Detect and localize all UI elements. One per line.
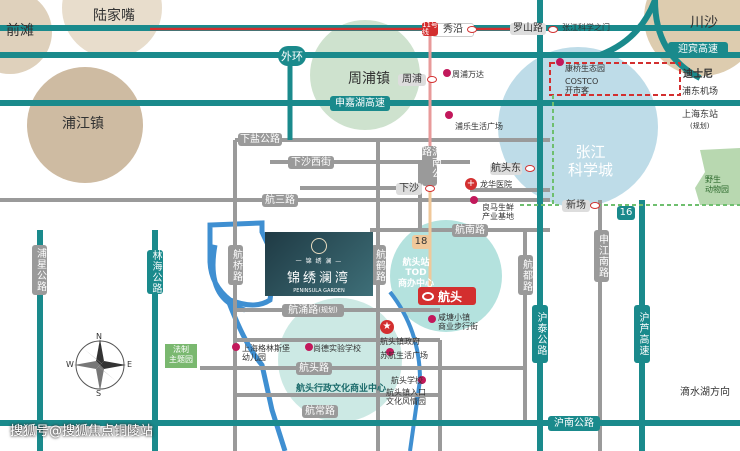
poi-marker	[443, 69, 451, 77]
project-top: 一 锦 绣 澜 —	[295, 258, 343, 265]
poi-hangtou-tod: 航头站 TOD 商办中心	[398, 258, 435, 289]
project-en: PENINSULA GARDEN	[293, 288, 345, 294]
metro-line18-badge: 18	[412, 235, 430, 249]
metro-loop	[549, 62, 681, 96]
compass-s: S	[96, 389, 102, 398]
hangtou-station-label: 航头	[438, 289, 463, 304]
poi-marker	[232, 343, 240, 351]
town-chuansha: 川沙	[690, 15, 718, 31]
metro-icon	[422, 291, 434, 301]
shanghai-east-station: 上海东站	[682, 110, 719, 120]
shenjiang-road: 申江南路	[594, 230, 609, 282]
town-zhangjiang: 张江 科学城	[568, 143, 614, 179]
project-panel: 一 锦 绣 澜 — 锦绣澜湾 PENINSULA GARDEN	[265, 232, 373, 296]
poi-marker	[556, 58, 564, 66]
hangpu-road: 航涌路(规划)	[282, 304, 344, 317]
yingbin-highway: 迎宾高速	[668, 42, 728, 57]
metro-icon	[525, 165, 535, 172]
metro-zhoupu: 周浦	[398, 74, 426, 86]
poi-longhua: 龙华医院	[480, 180, 512, 189]
circle-admin-center	[278, 298, 402, 422]
poi-marker	[305, 343, 313, 351]
metro-line16-badge: 16	[617, 206, 635, 220]
hangqiao-road: 航桥路	[228, 245, 243, 285]
metro-costco: COSTCO 开市客	[565, 77, 599, 96]
hangchang-road: 航常路	[302, 405, 338, 418]
linhai-road: 林海公路	[147, 250, 163, 294]
hulu-highway: 沪芦高速	[634, 305, 650, 363]
metro-icon	[427, 76, 437, 83]
compass-n: N	[96, 332, 102, 341]
compass-e: E	[127, 360, 133, 369]
pujing-road: 浦星公路	[32, 245, 47, 295]
shenjiahu-highway: 申嘉湖高速	[330, 96, 390, 111]
metro-icon	[590, 202, 600, 209]
poi-shengtai-base: 良马生鲜 产业基地	[482, 203, 514, 222]
project-name: 锦绣澜湾	[286, 271, 351, 286]
xiayan-road: 下盐公路	[238, 133, 282, 146]
hangdu-road: 航都路	[518, 255, 533, 295]
town-lujiazui: 陆家嘴	[93, 8, 135, 24]
hospital-icon: +	[465, 178, 477, 190]
compass-rose	[74, 339, 126, 391]
poi-marker	[470, 196, 478, 204]
minor-roads	[0, 138, 602, 451]
shanghai-east-note: (规划)	[690, 122, 710, 130]
hangtou-road: 航头路	[296, 362, 332, 375]
metro-luoshan: 罗山路	[510, 23, 546, 35]
metro-line11-badge: 11号线	[422, 21, 438, 36]
hanghe-road: 航鹤路	[371, 245, 386, 285]
hangtou-station-badge: 航头	[418, 287, 476, 305]
hunan-road-horizontal: 沪南公路	[548, 416, 600, 431]
hunan-road-vertical: 沪南公路	[420, 146, 441, 186]
poi-marker	[428, 315, 436, 323]
metro-pule: 浦乐生活广场	[455, 122, 503, 131]
circle-pujiang	[27, 67, 143, 183]
town-qiantan: 前滩	[6, 23, 34, 39]
metro-kangqiao: 康桥生态园	[565, 64, 605, 73]
wildlife-park: 野生 动物园	[705, 175, 729, 194]
poi-kinder: 上海格林斯堡 幼儿园	[242, 344, 290, 363]
pudong-airport: 浦东机场	[682, 87, 719, 97]
poi-admin-center: 航头行政文化商业中心	[296, 384, 387, 394]
poi-school-sd: 尚德实验学校	[313, 344, 361, 353]
dishui-lake: 滴水湖方向	[680, 387, 730, 398]
hutai-road: 沪泰公路	[532, 305, 548, 363]
poi-marker	[386, 348, 394, 356]
poi-marker	[445, 111, 453, 119]
metro-xinchang: 新场	[562, 200, 590, 212]
project-logo-icon	[311, 238, 327, 254]
metro-hangtoudong: 航头东	[490, 163, 522, 175]
metro-xiasha: 下沙	[396, 183, 422, 195]
watermark: 搜狐号@搜狐焦点铜陵站	[10, 424, 154, 439]
metro-zhoupu-wanda: 周浦万达	[452, 70, 484, 79]
metro-icon	[548, 26, 558, 33]
river	[207, 220, 278, 313]
waihuan-badge: 外环	[278, 46, 306, 66]
poi-gov: 航头镇政府	[380, 337, 420, 346]
metro-icon	[467, 26, 477, 33]
poi-sujian: 苏航生活广场	[380, 351, 428, 360]
river-main	[225, 299, 288, 451]
poi-culture: 航头镇入口 文化风情园	[386, 388, 426, 407]
metro-zhangjiang-zhi: 张江科学之门	[562, 23, 610, 32]
town-pujiang: 浦江镇	[62, 116, 104, 132]
star-icon: ★	[380, 320, 394, 334]
poi-hangtou-school: 航头学校	[391, 376, 423, 385]
compass-w: W	[66, 360, 74, 369]
town-zhoupu: 周浦镇	[348, 71, 390, 87]
hangnan-road: 航南路	[452, 224, 488, 237]
disney-label: 迪士尼	[683, 69, 713, 80]
poi-marker	[418, 376, 426, 384]
hangsan-road: 航三路	[262, 194, 298, 207]
poi-weixian: 咸塘小镇 商业步行街	[438, 313, 478, 332]
poi-fazhi: 法制 主题园	[165, 344, 197, 368]
metro-icon	[425, 185, 435, 192]
xiasha-west-street: 下沙西街	[288, 156, 334, 169]
wildlife-park-area	[695, 148, 740, 205]
